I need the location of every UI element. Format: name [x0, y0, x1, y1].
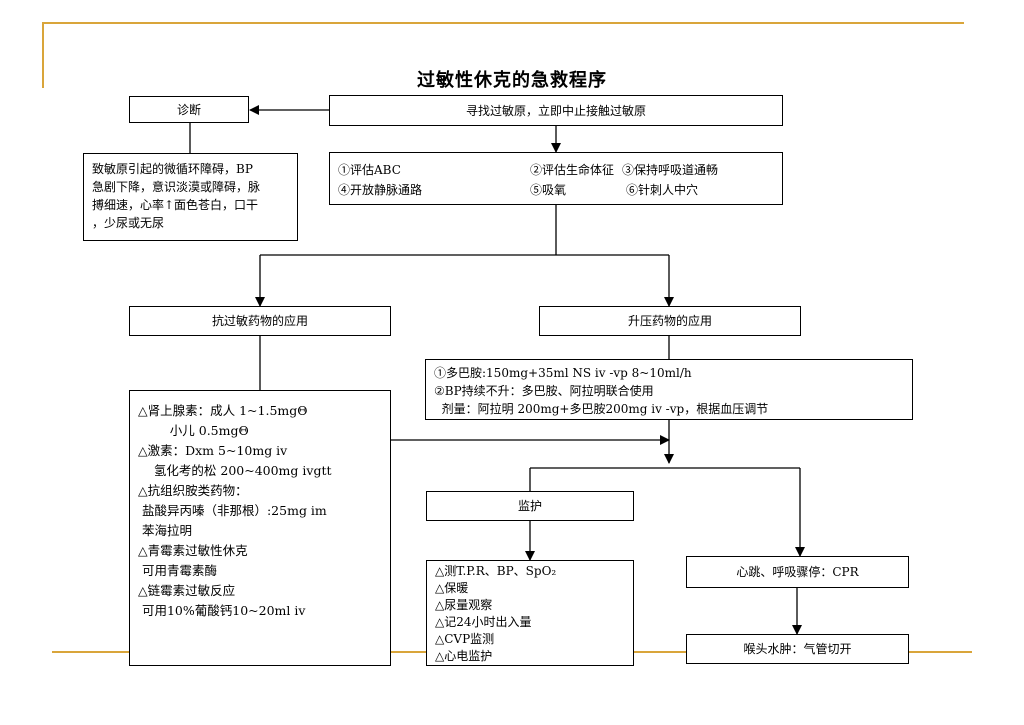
monitor-detail-line: △记24小时出入量	[435, 615, 532, 629]
monitor-detail-line: △保暖	[435, 581, 469, 595]
monitor-detail-line: △心电监护	[435, 649, 493, 663]
step-acupuncture: ⑥针刺人中穴	[626, 183, 699, 197]
drug-detail-line: △青霉素过敏性休克	[138, 543, 248, 558]
drug-detail-line: △肾上腺素：成人 1~1.5mgΘ	[138, 403, 308, 418]
top-accent-line	[42, 22, 964, 24]
find-allergen-label: 寻找过敏原，立即中止接触过敏原	[465, 103, 646, 118]
monitor-label: 监护	[517, 499, 542, 513]
step-airway: ③保持呼吸道通畅	[622, 163, 719, 177]
laryngeal-box: 喉头水肿：气管切开	[686, 634, 909, 664]
symptoms-line: 急剧下降，意识淡漠或障碍，脉	[92, 180, 261, 194]
vaso-detail-line: 剂量：阿拉明 200mg+多巴胺200mg iv -vp，根据血压调节	[434, 402, 769, 416]
symptoms-box: 致敏原引起的微循环障碍，BP 急剧下降，意识淡漠或障碍，脉 搏细速，心率↑面色苍…	[83, 153, 298, 241]
cpr-label: 心跳、呼吸骤停：CPR	[736, 565, 859, 579]
step-oxygen: ⑤吸氧	[530, 183, 567, 197]
diagnosis-label: 诊断	[176, 102, 201, 117]
page-title: 过敏性休克的急救程序	[417, 70, 607, 91]
drug-detail-line: △激素：Dxm 5~10mg iv	[138, 443, 288, 458]
cpr-box: 心跳、呼吸骤停：CPR	[686, 556, 909, 588]
drug-detail-line: △链霉素过敏反应	[138, 583, 236, 598]
drug-detail-line: 盐酸异丙嗪（非那根）:25mg im	[138, 503, 327, 518]
drug-detail-line: 苯海拉明	[138, 523, 192, 538]
monitor-box: 监护	[426, 491, 634, 521]
step-vital-signs: ②评估生命体征	[530, 163, 615, 177]
laryngeal-label: 喉头水肿：气管切开	[743, 642, 852, 656]
vasopressor-box: 升压药物的应用	[539, 306, 801, 336]
monitor-detail-box: △测T.P.R、BP、SpO₂ △保暖 △尿量观察 △记24小时出入量 △CVP…	[426, 560, 634, 666]
diagnosis-box: 诊断	[129, 96, 249, 123]
symptoms-line: 搏细速，心率↑面色苍白，口干	[92, 198, 259, 212]
antiallergy-box: 抗过敏药物的应用	[129, 306, 391, 336]
antiallergy-label: 抗过敏药物的应用	[211, 314, 308, 328]
drug-detail-line: △抗组织胺类药物：	[138, 483, 248, 498]
steps-box: ①评估ABC ②评估生命体征 ③保持呼吸道通畅 ④开放静脉通路 ⑤吸氧 ⑥针刺人…	[329, 152, 783, 205]
drug-detail-box: △肾上腺素：成人 1~1.5mgΘ 小儿 0.5mgΘ △激素：Dxm 5~10…	[129, 390, 391, 666]
find-allergen-box: 寻找过敏原，立即中止接触过敏原	[329, 95, 783, 126]
drug-detail-line: 氢化考的松 200~400mg ivgtt	[138, 463, 332, 478]
monitor-detail-line: △CVP监测	[435, 632, 495, 646]
drug-detail-line: 可用青霉素酶	[138, 563, 217, 578]
monitor-detail-line: △测T.P.R、BP、SpO₂	[435, 564, 557, 578]
symptoms-line: 致敏原引起的微循环障碍，BP	[92, 162, 253, 176]
drug-detail-line: 可用10%葡酸钙10~20ml iv	[138, 603, 306, 618]
symptoms-line: ，少尿或无尿	[92, 216, 165, 230]
vaso-detail-line: ①多巴胺:150mg+35ml NS iv -vp 8~10ml/h	[434, 366, 692, 380]
vaso-detail-line: ②BP持续不升：多巴胺、阿拉明联合使用	[434, 384, 654, 398]
left-accent-line	[42, 22, 44, 88]
vasopressor-detail-box: ①多巴胺:150mg+35ml NS iv -vp 8~10ml/h ②BP持续…	[425, 359, 913, 420]
drug-detail-line: 小儿 0.5mgΘ	[138, 423, 249, 438]
step-assess-abc: ①评估ABC	[338, 163, 401, 177]
vasopressor-label: 升压药物的应用	[627, 314, 712, 328]
monitor-detail-line: △尿量观察	[435, 598, 493, 612]
step-iv-access: ④开放静脉通路	[338, 183, 423, 197]
